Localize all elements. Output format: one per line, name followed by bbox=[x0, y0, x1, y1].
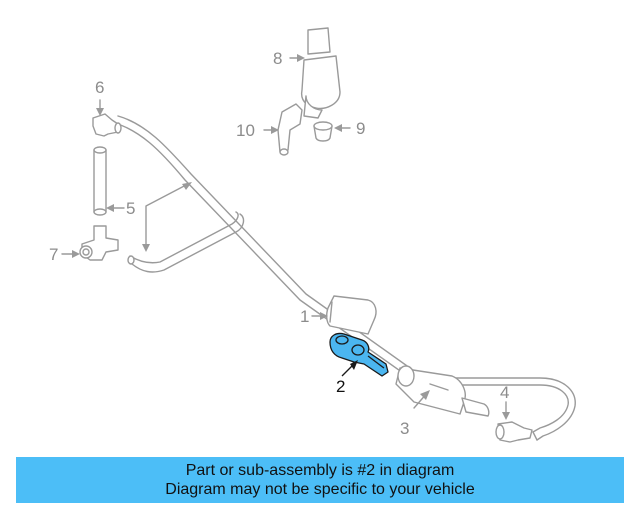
callout-9: 9 bbox=[356, 119, 365, 138]
part-6-elbow-connector bbox=[92, 99, 122, 137]
banner-line-1: Part or sub-assembly is #2 in diagram bbox=[185, 462, 455, 479]
part-4-elbow-connector bbox=[495, 401, 533, 443]
part-10-elbow-fitting bbox=[263, 103, 303, 156]
info-banner: Part or sub-assembly is #2 in diagram Di… bbox=[16, 457, 624, 503]
callout-6: 6 bbox=[95, 78, 104, 97]
callout-10: 10 bbox=[236, 121, 255, 140]
washer-hose-short bbox=[127, 211, 245, 273]
callout-2: 2 bbox=[336, 377, 345, 396]
banner-line-2: Diagram may not be specific to your vehi… bbox=[165, 481, 475, 498]
callout-5: 5 bbox=[126, 199, 135, 218]
part-1-cover bbox=[311, 295, 377, 335]
callout-4: 4 bbox=[500, 383, 509, 402]
washer-hose-main bbox=[111, 115, 576, 441]
part-9-grommet bbox=[313, 121, 351, 142]
callout-1: 1 bbox=[300, 307, 309, 326]
part-3-washer-jet bbox=[395, 365, 490, 417]
callout-7: 7 bbox=[49, 245, 58, 264]
part-7-tee-connector bbox=[61, 225, 119, 261]
part-8-washer-pump bbox=[289, 27, 341, 119]
part-2-washer-nozzle bbox=[329, 332, 389, 377]
callout-8: 8 bbox=[273, 49, 282, 68]
callout-3: 3 bbox=[400, 419, 409, 438]
part-5-tube bbox=[93, 146, 125, 216]
callout-5-bracket bbox=[142, 182, 192, 252]
